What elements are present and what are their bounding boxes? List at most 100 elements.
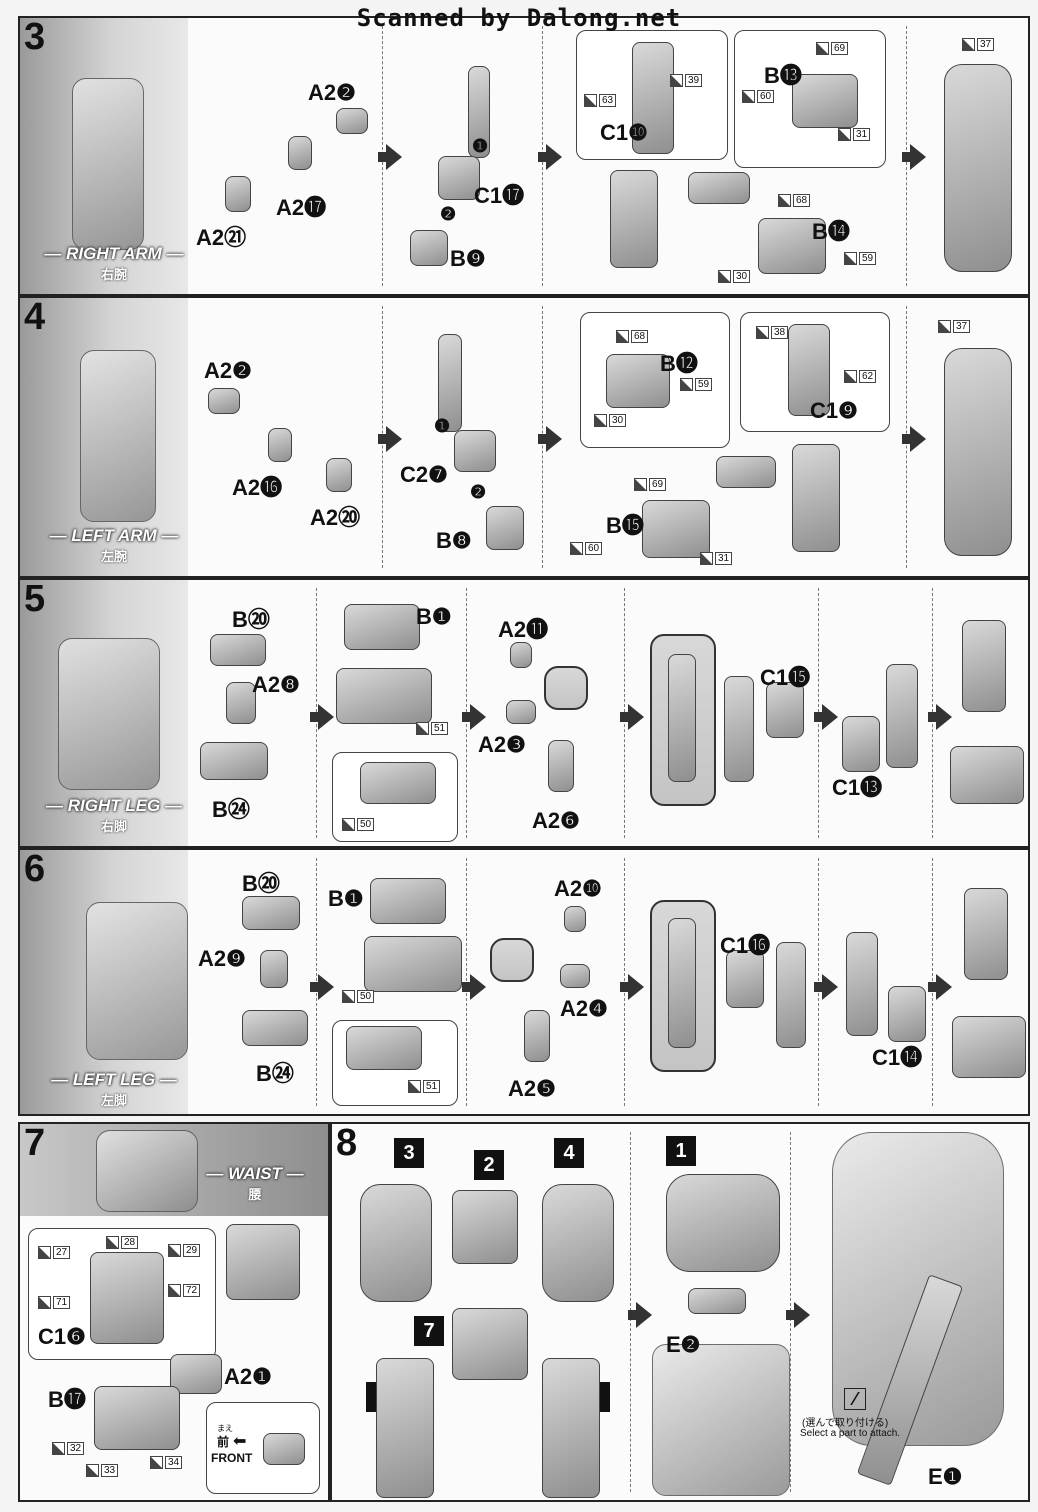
decal-marker: 72: [168, 1284, 201, 1298]
decal-marker: 38: [756, 326, 789, 340]
part-shape: [410, 230, 448, 266]
part-shape: [364, 936, 462, 992]
decal-marker: 51: [416, 722, 449, 736]
part-shape: [716, 456, 776, 488]
part-shape: [226, 1224, 300, 1300]
part-label: C2❼: [400, 462, 448, 487]
next-arrow-icon: [310, 974, 334, 1000]
part-label: C1❿: [600, 120, 648, 145]
next-arrow-icon: [462, 704, 486, 730]
part-label: A2❽: [252, 672, 300, 697]
right-leg-part: [376, 1358, 434, 1498]
part-label: C1⓱: [474, 183, 525, 208]
part-shape: [486, 506, 524, 550]
step-ref-1: 1: [666, 1136, 696, 1166]
next-arrow-icon: [814, 704, 838, 730]
step-8-panel: 8 3 2 4 7 5 6 1 E❷ ⁄ (選んで取り付ける) Select a…: [330, 1122, 1030, 1502]
part-shape: [336, 668, 432, 724]
part-shape: [200, 742, 268, 780]
next-arrow-icon: [902, 144, 926, 170]
step-number: 4: [24, 296, 46, 338]
decal-marker: 39: [670, 74, 703, 88]
part-shape: [944, 348, 1012, 556]
part-shape: [454, 430, 496, 472]
seq-number: ❷: [440, 204, 457, 224]
part-shape: [524, 1010, 550, 1062]
part-shape: [952, 1016, 1026, 1078]
part-shape: [886, 664, 918, 768]
next-arrow-icon: [786, 1302, 810, 1328]
section-title-jp: 右腕: [100, 267, 127, 282]
part-shape: [758, 218, 826, 274]
step-ref-3: 3: [394, 1138, 424, 1168]
part-shape: [268, 428, 292, 462]
part-shape: [846, 932, 878, 1036]
decal-marker: 60: [742, 90, 775, 104]
part-label: A2❶: [224, 1364, 272, 1389]
part-label: B⑳: [242, 871, 280, 896]
decal-marker: 30: [718, 270, 751, 284]
part-label: B⑳: [232, 607, 270, 632]
part-label: A2❿: [554, 876, 602, 901]
decal-marker: 50: [342, 990, 375, 1004]
next-arrow-icon: [902, 426, 926, 452]
step-ref-7: 7: [414, 1316, 444, 1346]
decal-marker: 37: [938, 320, 971, 334]
next-arrow-icon: [620, 704, 644, 730]
decal-marker: 31: [700, 552, 733, 566]
part-shape: [506, 700, 536, 724]
part-label: C1⓮: [872, 1045, 923, 1070]
section-title: — LEFT ARM —: [49, 526, 179, 545]
part-shape: [326, 458, 352, 492]
part-shape: [225, 176, 251, 212]
part-shape: [370, 878, 446, 924]
next-arrow-icon: [928, 974, 952, 1000]
decal-marker: 34: [150, 1456, 183, 1470]
next-arrow-icon: [628, 1302, 652, 1328]
part-shape: [360, 762, 436, 804]
section-title-jp: 左腕: [100, 549, 127, 564]
left-leg-figure: [86, 902, 188, 1060]
waist-part: [452, 1308, 528, 1380]
step-7-panel: 7 — WAIST — 腰 27 28 29 71 72 C1❻ A2❶ B⓱ …: [18, 1122, 330, 1502]
part-shape: [438, 156, 480, 200]
decal-marker: 32: [52, 1442, 85, 1456]
front-label: FRONT: [211, 1451, 253, 1465]
part-shape: [642, 500, 710, 558]
part-shape: [688, 172, 750, 204]
part-label: C1⓯: [760, 665, 811, 690]
part-label: C1❾: [810, 398, 858, 423]
step-number: 5: [24, 578, 46, 620]
section-title: — LEFT LEG —: [51, 1070, 177, 1089]
part-shape: [788, 324, 830, 416]
waist-figure: [96, 1130, 198, 1212]
select-part-icon: ⁄: [844, 1388, 866, 1410]
part-shape: [888, 986, 926, 1042]
next-arrow-icon: [814, 974, 838, 1000]
section-title-jp: 腰: [248, 1187, 262, 1202]
decal-marker: 69: [816, 42, 849, 56]
part-shape: [260, 950, 288, 988]
part-shape: [346, 1026, 422, 1070]
decal-marker: 71: [38, 1296, 71, 1310]
part-label: C1❻: [38, 1324, 86, 1349]
front-jp-reading: まえ: [217, 1424, 233, 1433]
part-shape: [792, 74, 858, 128]
torso-part: [452, 1190, 518, 1264]
section-title-jp: 右脚: [100, 819, 127, 834]
part-label: B⓮: [812, 219, 850, 244]
part-shape: [548, 740, 574, 792]
part-label: A2㉑: [196, 225, 247, 250]
part-label: B❶: [416, 604, 452, 629]
part-shape: [242, 1010, 308, 1046]
part-shape: [208, 388, 240, 414]
decal-marker: 68: [616, 330, 649, 344]
part-shape: [288, 136, 312, 170]
step-number: 6: [24, 848, 46, 890]
left-arm-part: [542, 1184, 614, 1302]
part-label: B❾: [450, 246, 486, 271]
part-label: B⓯: [606, 513, 644, 538]
part-shape: [510, 642, 532, 668]
seq-number: ❶: [434, 416, 451, 436]
select-note-jp: (選んで取り付ける): [802, 1418, 889, 1429]
